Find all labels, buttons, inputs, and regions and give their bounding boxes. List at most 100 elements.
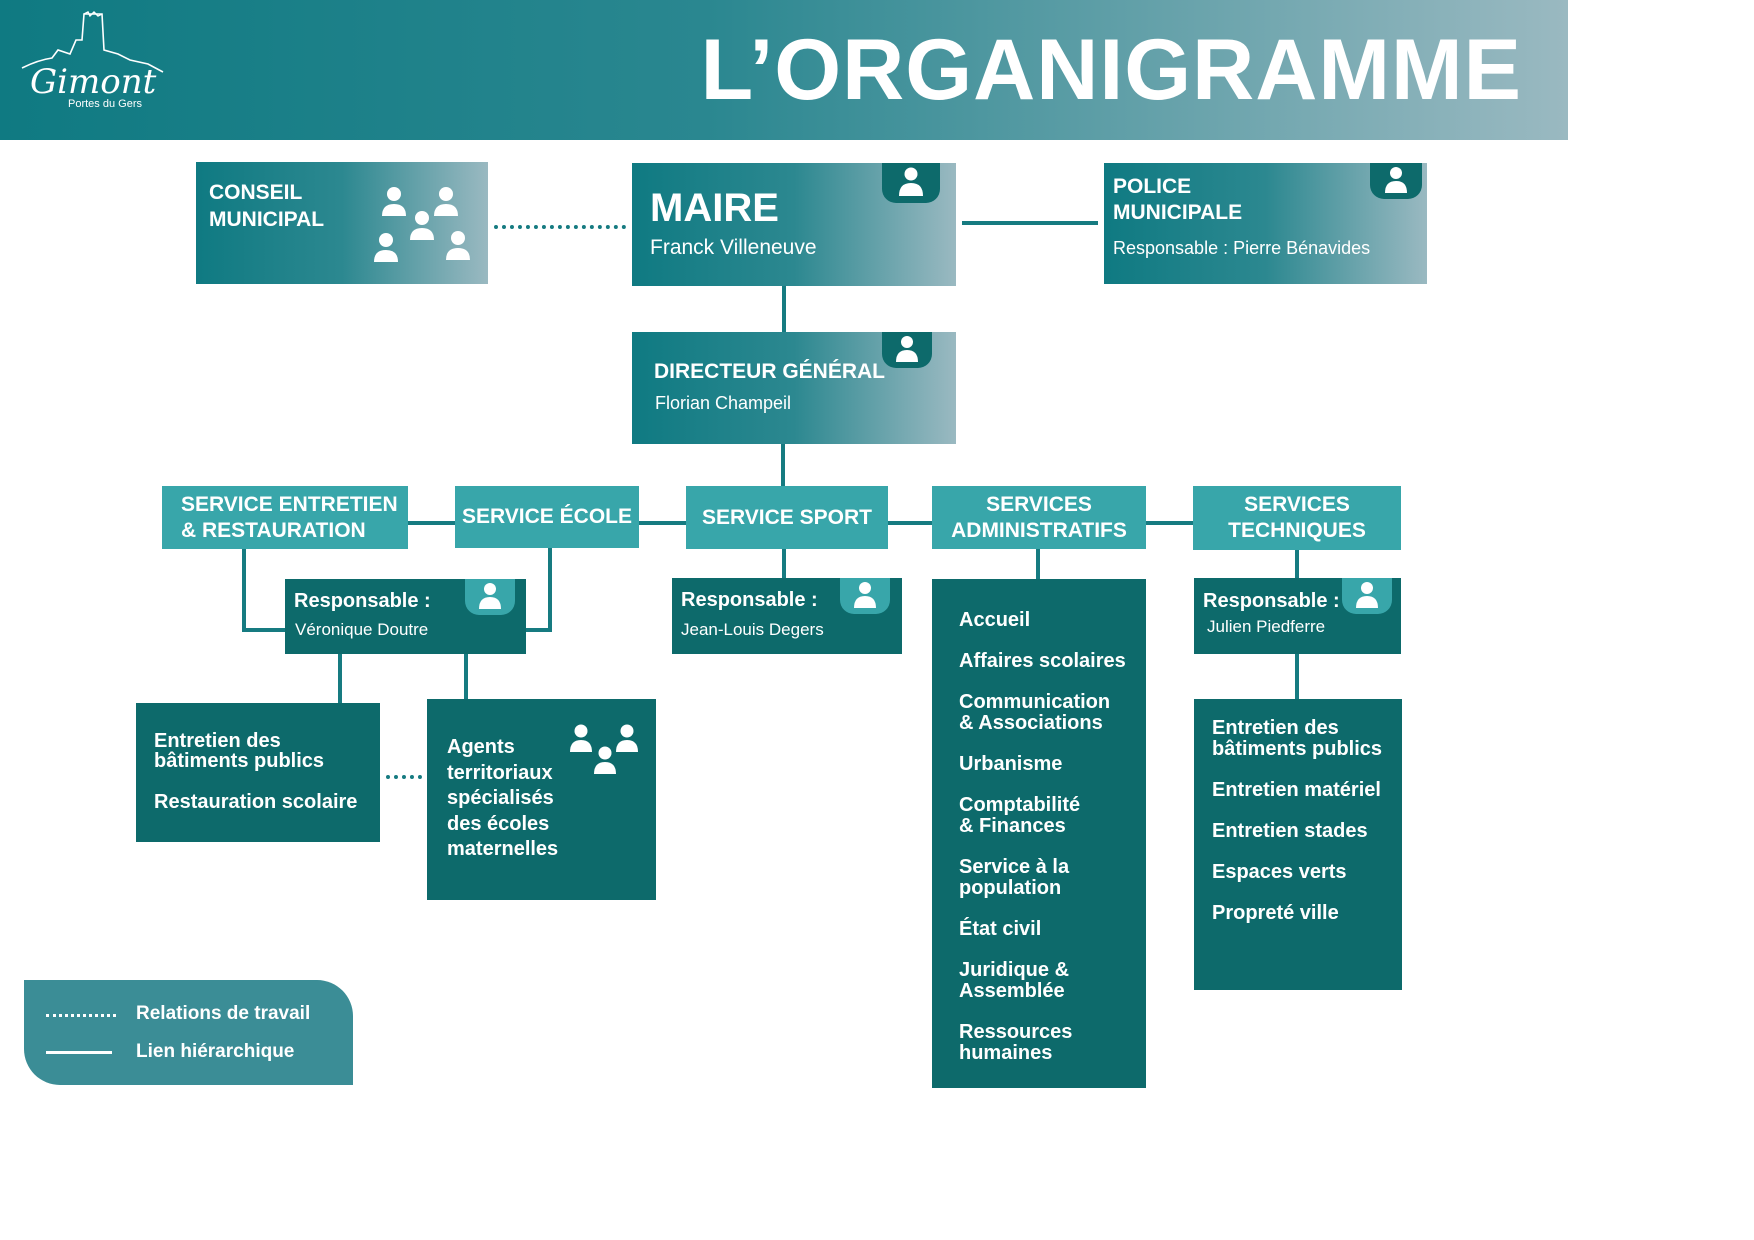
police-title-line1: POLICE (1113, 175, 1192, 198)
list-item-line: Affaires scolaires (959, 650, 1126, 672)
police-title-line2: MUNICIPALE (1113, 201, 1243, 224)
list-item-line: Service à la (959, 856, 1070, 878)
police-responsable: Responsable : Pierre Bénavides (1113, 238, 1371, 258)
list-item-line: Assemblée (959, 980, 1065, 1002)
responsable-agents-box-link (464, 654, 468, 700)
tower-icon (21, 11, 164, 73)
list-item: Comptabilité& Finances (959, 795, 1126, 837)
service-ecole: SERVICE ÉCOLE (455, 486, 639, 548)
services-admin-line2: ADMINISTRATIFS (951, 518, 1127, 542)
list-item: État civil (959, 919, 1126, 940)
people-group-icon (372, 182, 482, 268)
responsable-ecole-box: Responsable : Véronique Doutre (285, 579, 526, 654)
directeur-title: DIRECTEUR GÉNÉRAL (654, 360, 886, 383)
service-sport: SERVICE SPORT (686, 486, 888, 549)
responsable-sport-label: Responsable : (681, 589, 818, 611)
service-ecole-label: SERVICE ÉCOLE (462, 505, 632, 528)
service-sport-label: SERVICE SPORT (702, 505, 872, 529)
list-item-line: Espaces verts (1212, 861, 1347, 883)
legend: Relations de travail Lien hiérarchique (24, 980, 353, 1085)
list-item: Accueil (959, 610, 1126, 631)
agents-line: Agents (447, 736, 515, 758)
list-item-line: Comptabilité (959, 794, 1081, 816)
dotted-line-icon (46, 1014, 116, 1017)
list-item: Espaces verts (1212, 862, 1382, 883)
person-icon (840, 578, 890, 614)
tech-list-link (1295, 654, 1299, 700)
person-icon (882, 332, 932, 368)
responsable-ecole-name: Véronique Doutre (295, 620, 429, 639)
entretien-item-1-line1: Entretien des (154, 730, 281, 752)
agents-line: des écoles (447, 812, 550, 835)
entretien-agents-dotted-link (386, 775, 422, 779)
list-item-line: bâtiments publics (1212, 738, 1383, 760)
agents-line: spécialisés (447, 787, 554, 809)
responsable-tech-label: Responsable : (1203, 590, 1340, 612)
list-item-line: Ressources (959, 1021, 1073, 1043)
responsable-entretien-box-link (338, 654, 342, 704)
list-item-line: État civil (959, 918, 1042, 940)
list-item: Juridique &Assemblée (959, 960, 1126, 1002)
agents-line: maternelles (447, 838, 559, 860)
list-item-line: Entretien matériel (1212, 779, 1381, 801)
list-item-line: Accueil (959, 609, 1031, 631)
service-entretien-restauration: SERVICE ENTRETIEN & RESTAURATION (162, 486, 408, 549)
directeur-services-link (781, 444, 785, 488)
person-icon (1342, 578, 1392, 614)
page-title: L’ORGANIGRAMME (700, 22, 1522, 118)
list-item-line: Communication (959, 691, 1111, 713)
maire-police-link (962, 221, 1098, 225)
ecole-responsable-link-h (526, 628, 552, 632)
entretien-responsable-link-h (242, 628, 286, 632)
list-item-line: Urbanisme (959, 753, 1063, 775)
entretien-responsable-link-v (242, 548, 246, 632)
entretien-item-2: Restauration scolaire (154, 791, 358, 813)
conseil-maire-dotted-link (494, 225, 626, 229)
legend-solid-label: Lien hiérarchique (136, 1041, 295, 1062)
responsable-sport-name: Jean-Louis Degers (681, 620, 824, 639)
list-item-line: Juridique & (959, 959, 1070, 981)
list-item-line: humaines (959, 1042, 1053, 1064)
conseil-title-line1: CONSEIL (209, 181, 303, 204)
list-item-line: Entretien stades (1212, 820, 1368, 842)
list-item-line: & Associations (959, 712, 1103, 734)
responsable-ecole-label: Responsable : (294, 590, 431, 612)
agents-line: territoriaux (447, 761, 553, 784)
list-item: Communication& Associations (959, 692, 1126, 734)
logo-wordmark: Gimont (30, 62, 157, 102)
list-item-line: population (959, 877, 1062, 899)
list-item: Urbanisme (959, 754, 1126, 775)
maire-name: Franck Villeneuve (650, 236, 817, 259)
services-tech-line1: SERVICES (1244, 493, 1350, 516)
list-item-line: Entretien des (1212, 717, 1339, 739)
sport-responsable-link (782, 548, 786, 580)
logo-subtitle: Portes du Gers (68, 98, 142, 110)
agents-territoriaux-box: Agents territoriaux spécialisés des écol… (427, 699, 656, 900)
directeur-general-box: DIRECTEUR GÉNÉRAL Florian Champeil (632, 332, 956, 444)
conseil-title-line2: MUNICIPAL (209, 208, 325, 231)
services-administratifs: SERVICES ADMINISTRATIFS (932, 486, 1146, 549)
responsable-tech-box: Responsable : Julien Piedferre (1194, 578, 1401, 654)
list-item: Affaires scolaires (959, 651, 1126, 672)
list-item: Entretien matériel (1212, 780, 1382, 801)
service-entretien-line1: SERVICE ENTRETIEN (181, 492, 398, 516)
people-group-icon (567, 723, 643, 779)
agents-text: Agents territoriaux spécialisés des écol… (447, 735, 558, 863)
tech-responsable-link (1295, 548, 1299, 578)
maire-directeur-link (782, 286, 786, 332)
maire-title: MAIRE (650, 186, 779, 230)
services-tech-line2: TECHNIQUES (1228, 519, 1366, 542)
person-icon (1370, 163, 1422, 199)
list-item: Propreté ville (1212, 903, 1382, 924)
police-municipale-box: POLICE MUNICIPALE Responsable : Pierre B… (1104, 163, 1427, 284)
responsable-tech-name: Julien Piedferre (1207, 617, 1326, 636)
service-entretien-line2: & RESTAURATION (181, 518, 366, 542)
services-admin-line1: SERVICES (986, 492, 1092, 516)
admin-list-link (1036, 548, 1040, 580)
